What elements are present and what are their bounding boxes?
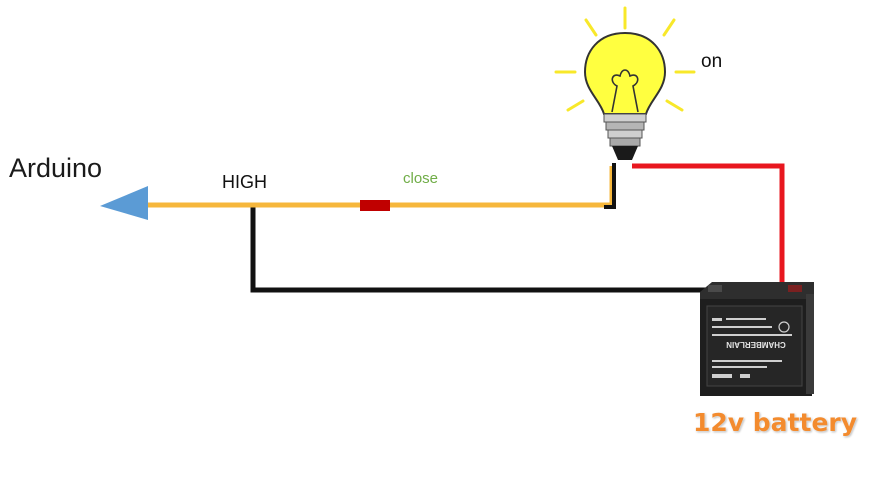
battery-icon: CHAMBERLAIN bbox=[700, 282, 814, 396]
switch-state-label: close bbox=[403, 170, 439, 187]
arrow-left-icon bbox=[100, 186, 148, 220]
signal-wire bbox=[146, 166, 615, 208]
ground-wire bbox=[250, 207, 760, 293]
bulb-lead-wire bbox=[604, 163, 616, 209]
signal-level-label: HIGH bbox=[222, 172, 267, 192]
positive-wire bbox=[632, 163, 785, 300]
light-bulb-icon bbox=[554, 6, 696, 160]
switch-contact bbox=[360, 200, 390, 211]
battery-label: 12v battery bbox=[693, 408, 858, 437]
arduino-label: Arduino bbox=[9, 153, 103, 183]
battery-brand: CHAMBERLAIN bbox=[726, 340, 786, 349]
lamp-state-label: on bbox=[701, 51, 723, 72]
